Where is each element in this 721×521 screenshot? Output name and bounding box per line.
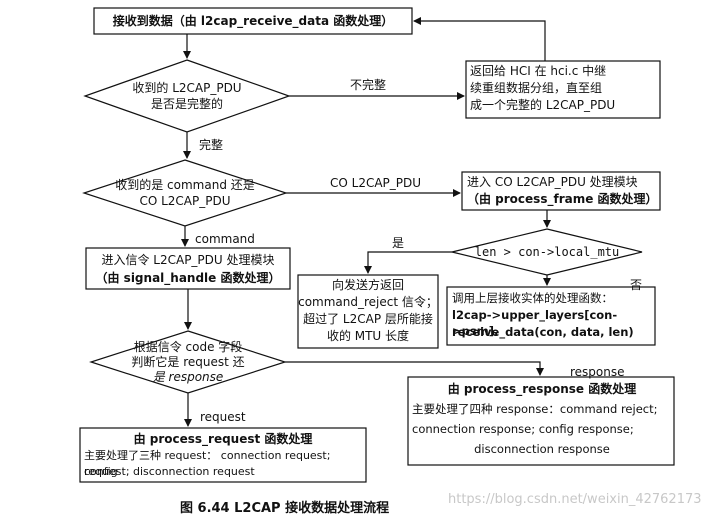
- edge-label-request: request: [200, 410, 246, 424]
- receive-box: [93, 7, 413, 35]
- code-question-line-1: 根据信令 code 字段: [133, 340, 243, 354]
- edge-label-response: response: [570, 365, 625, 379]
- process-frame-line-1: 进入 CO L2CAP_PDU 处理模块: [467, 175, 638, 189]
- receive-text: 接收到数据（由 l2cap_receive_data 函数处理）: [112, 14, 394, 28]
- figure-caption: 图 6.44 L2CAP 接收数据处理流程: [180, 501, 390, 516]
- reject-line-2: command_reject 信令；: [298, 295, 438, 309]
- edge-label-yes: 是: [392, 236, 405, 250]
- type-question-line-1: 收到的是 command 还是: [115, 178, 255, 192]
- edge-label-complete: 完整: [199, 138, 224, 152]
- request-line-3: request; disconnection request: [84, 465, 255, 478]
- signal-line-2: （由 signal_handle 函数处理）: [95, 271, 281, 285]
- edge-label-co-pdu: CO L2CAP_PDU: [330, 176, 422, 190]
- reject-line-3: 超过了 L2CAP 层所能接: [303, 312, 433, 326]
- hci-line-2: 续重组数据分组，直至组: [470, 81, 603, 95]
- type-question-line-2: CO L2CAP_PDU: [139, 194, 231, 208]
- code-question-line-2: 判断它是 request 还: [131, 355, 245, 369]
- reject-line-4: 收的 MTU 长度: [326, 329, 410, 343]
- edge-hci-loop-back: [413, 17, 546, 61]
- hci-box: [465, 60, 661, 119]
- process-request-box: [79, 427, 367, 483]
- process-frame-box: [461, 171, 661, 211]
- process-response-box: [407, 376, 675, 466]
- edge-yes: [364, 251, 452, 274]
- code-question-line-3: 是 response: [152, 370, 224, 384]
- response-line-4: disconnection response: [474, 442, 610, 456]
- command-reject-box: [297, 274, 439, 349]
- request-line-2: 主要处理了三种 request： connection request; con…: [84, 449, 331, 478]
- upper-line-1: 调用上层接收实体的处理函数：: [452, 291, 613, 305]
- response-line-3: connection response; config response;: [412, 422, 634, 436]
- upper-line-3: receive_data(con, data, len): [452, 325, 634, 339]
- complete-question-line-2: 是否是完整的: [150, 97, 223, 111]
- edge-label-command: command: [195, 232, 255, 246]
- hci-line-1: 返回给 HCI 在 hci.c 中继: [470, 64, 607, 78]
- signal-line-1: 进入信令 L2CAP_PDU 处理模块: [101, 253, 275, 267]
- upper-layer-box: [446, 286, 656, 346]
- hci-line-3: 成一个完整的 L2CAP_PDU: [470, 98, 616, 112]
- upper-line-2: l2cap->upper_layers[con->psm].: [452, 308, 618, 338]
- watermark: https://blog.csdn.net/weixin_42762173: [448, 492, 702, 507]
- response-line-1: 由 process_response 函数处理: [447, 382, 637, 396]
- complete-question-line-1: 收到的 L2CAP_PDU: [132, 81, 242, 95]
- request-line-1: 由 process_request 函数处理: [133, 432, 313, 446]
- reject-line-1: 向发送方返回: [331, 278, 404, 292]
- process-frame-line-2: （由 process_frame 函数处理）: [467, 192, 658, 206]
- mtu-question: len > con->local_mtu: [474, 245, 620, 259]
- edge-label-no: 否: [630, 278, 643, 292]
- edge-response: [285, 361, 544, 376]
- edge-label-incomplete: 不完整: [350, 78, 387, 92]
- response-line-2: 主要处理了四种 response：command reject;: [412, 402, 658, 416]
